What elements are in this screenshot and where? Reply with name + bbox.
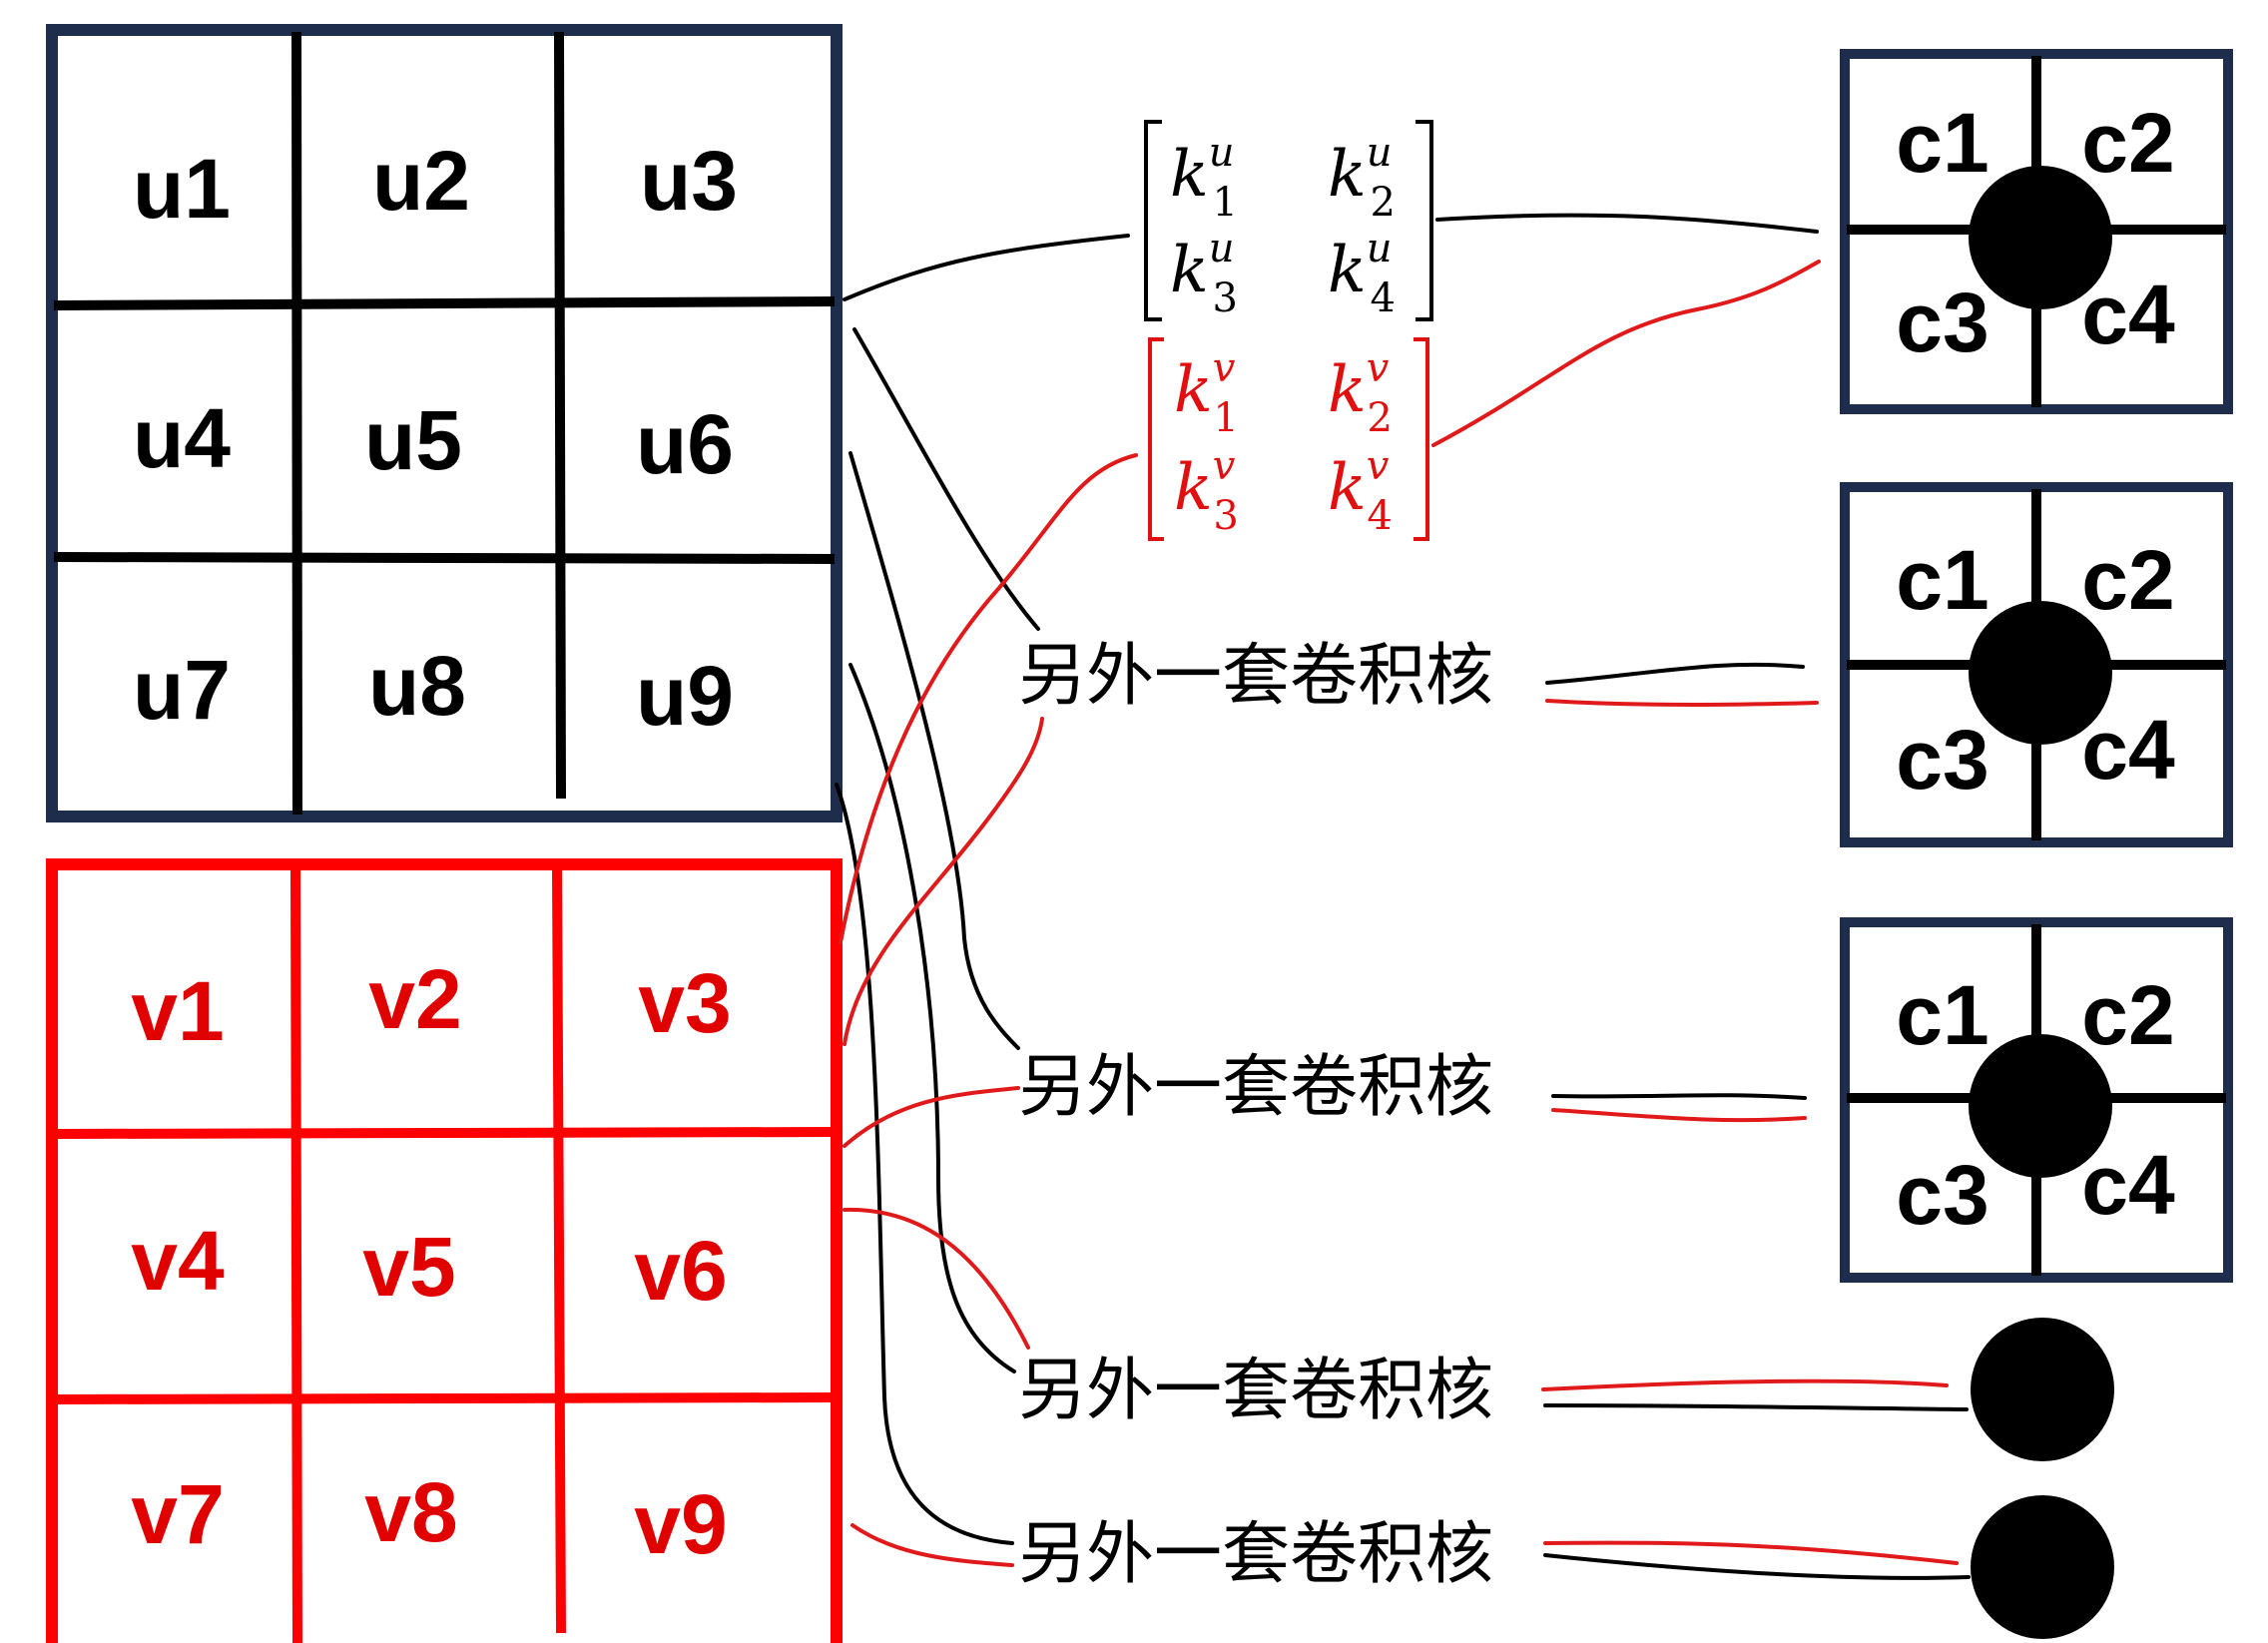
output-grid-3-c2: c2 — [2081, 968, 2174, 1062]
v-cell-1: v1 — [131, 964, 224, 1058]
v-cell-7: v7 — [131, 1467, 224, 1561]
red-wires — [839, 260, 1959, 1567]
v-grid: v1 v2 v3 v4 v5 v6 v7 v8 v9 — [46, 858, 843, 1643]
output-grid-2-border — [1840, 482, 2233, 847]
v-cell-5: v5 — [362, 1220, 455, 1314]
v-grid-hline-1 — [53, 1127, 836, 1139]
wire-u-to-kernel-u — [843, 234, 1130, 301]
output-grid-1-c2: c2 — [2081, 96, 2174, 190]
output-grid-1-border — [1840, 49, 2233, 414]
wire-u-to-label3 — [849, 663, 1016, 1373]
wire-label2-to-out3 — [1551, 1093, 1807, 1100]
output-grid-1: c1 c2 c3 c4 — [1840, 49, 2233, 414]
wire-label1-to-out2-red — [1545, 699, 1819, 707]
other-kernel-label-2: 另外一套卷积核 — [1018, 1048, 1493, 1127]
v-cell-9: v9 — [634, 1477, 727, 1571]
wire-kernel-v-to-out1 — [1431, 260, 1821, 447]
wire-label3-to-node4-red — [1541, 1378, 1949, 1391]
wire-label1-to-out2 — [1545, 662, 1805, 685]
u-cell-8: u8 — [368, 639, 466, 733]
v-cell-8: v8 — [364, 1465, 457, 1559]
output-grid-3: c1 c2 c3 c4 — [1840, 917, 2233, 1283]
u-cell-3: u3 — [640, 134, 738, 228]
output-grid-3-border — [1840, 917, 2233, 1283]
output-grid-1-node — [1969, 166, 2112, 309]
v-grid-vline-1 — [290, 865, 302, 1643]
u-cell-6: u6 — [636, 397, 734, 491]
v-grid-border — [46, 858, 843, 1643]
output-grid-3-c1: c1 — [1896, 968, 1988, 1062]
wire-u-to-label1 — [852, 327, 1040, 631]
wire-v-to-kernel-v — [839, 453, 1138, 944]
wire-label4-to-node5-red — [1543, 1540, 1959, 1565]
u-grid: u1 u2 u3 u4 u5 u6 u7 u8 u9 — [46, 24, 843, 822]
v-grid-vline-2 — [552, 865, 566, 1634]
output-grid-3-c3: c3 — [1896, 1148, 1988, 1242]
wire-label3-to-node4 — [1543, 1403, 1969, 1411]
v-grid-hline-2 — [53, 1392, 836, 1404]
wire-label4-to-node5 — [1543, 1553, 1971, 1580]
other-kernel-label-3: 另外一套卷积核 — [1018, 1352, 1493, 1430]
u-grid-border — [46, 24, 843, 822]
wire-v-to-label3 — [843, 1207, 1030, 1350]
other-kernel-label-4: 另外一套卷积核 — [1018, 1515, 1493, 1594]
u-cell-9: u9 — [636, 649, 734, 743]
kernel-v-left-bracket — [1148, 337, 1164, 541]
kernel-u-right-bracket — [1416, 120, 1433, 321]
wire-v-to-label2 — [843, 1086, 1020, 1148]
v-cell-6: v6 — [634, 1224, 727, 1318]
output-node-4 — [1971, 1318, 2114, 1461]
output-grid-1-c4: c4 — [2081, 268, 2175, 361]
output-grid-2-c3: c3 — [1896, 713, 1988, 807]
wire-label2-to-out3-red — [1551, 1108, 1807, 1123]
wire-v-to-label1 — [843, 717, 1044, 1046]
other-kernel-label-1: 另外一套卷积核 — [1018, 637, 1493, 716]
u-cell-2: u2 — [372, 134, 470, 228]
u-grid-vline-1 — [291, 31, 302, 816]
kernel-v-right-bracket — [1414, 337, 1429, 541]
v-cell-3: v3 — [638, 956, 731, 1050]
output-grid-2: c1 c2 c3 c4 — [1840, 482, 2233, 847]
output-node-5 — [1971, 1495, 2114, 1639]
output-grid-3-node — [1969, 1034, 2112, 1178]
output-grid-2-c4: c4 — [2081, 703, 2175, 797]
v-cell-2: v2 — [368, 952, 461, 1046]
u-cell-7: u7 — [133, 643, 231, 737]
output-grid-2-c2: c2 — [2081, 533, 2174, 627]
v-cell-4: v4 — [131, 1214, 225, 1308]
u-cell-1: u1 — [133, 142, 231, 236]
wire-u-to-label4 — [835, 783, 1014, 1545]
u-cell-4: u4 — [133, 391, 231, 485]
output-grid-1-c1: c1 — [1896, 96, 1988, 190]
u-grid-vline-2 — [554, 31, 566, 800]
u-cell-5: u5 — [364, 393, 462, 487]
wire-kernel-u-to-out1 — [1435, 213, 1819, 234]
u-grid-hline-2 — [53, 552, 836, 564]
kernel-u-left-bracket — [1144, 120, 1162, 321]
output-grid-2-node — [1969, 601, 2112, 745]
output-grid-1-c3: c3 — [1896, 275, 1988, 369]
u-grid-hline-1 — [53, 296, 836, 310]
wire-u-to-label2 — [849, 451, 1020, 1050]
wire-v-to-label4 — [850, 1523, 1014, 1567]
output-grid-2-c1: c1 — [1896, 533, 1988, 627]
output-grid-3-c4: c4 — [2081, 1138, 2175, 1232]
